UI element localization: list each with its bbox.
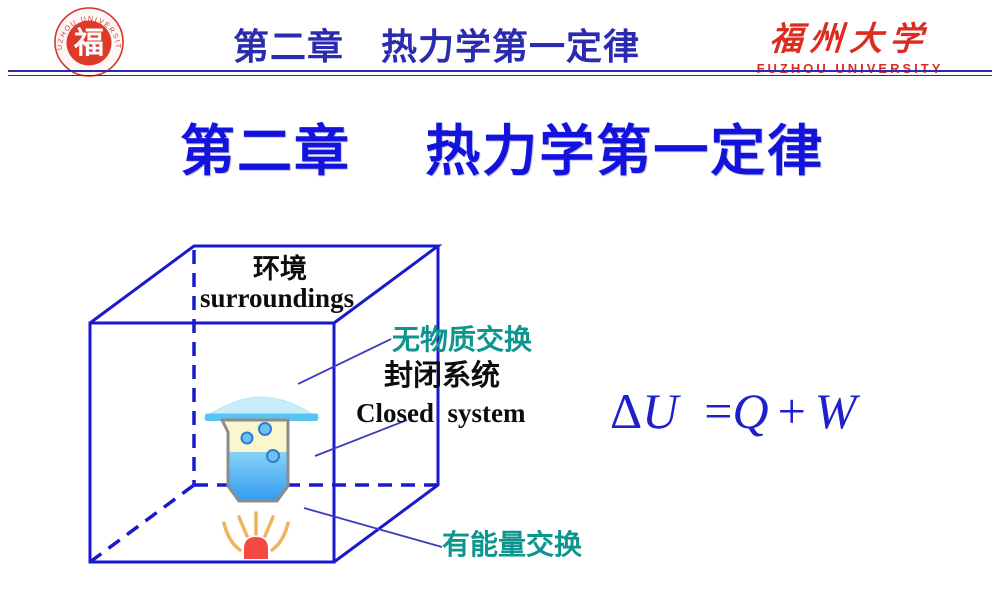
header-divider	[8, 70, 992, 76]
header-chapter-title: 第二章 热力学第一定律	[233, 27, 641, 67]
vessel-bubbles	[240, 422, 280, 463]
leader-lines	[297, 338, 443, 548]
vessel-illustration	[202, 396, 321, 503]
slide-title: 第二章 热力学第一定律	[180, 120, 825, 182]
surroundings-label-cn: 环境	[253, 254, 307, 284]
surroundings-label-en: surroundings	[200, 283, 355, 313]
energy-exchange-label: 有能量交换	[442, 529, 583, 560]
leader-line-closed-system	[314, 419, 408, 457]
vessel-lid-dome	[202, 396, 321, 419]
flame-icon	[222, 511, 290, 559]
seal-inner-circle	[66, 20, 112, 66]
cube-wireframe	[88, 244, 443, 564]
university-wordmark: 福州大学 FUZHOU UNIVERSITY	[750, 12, 950, 76]
university-seal-logo: FUZHOU UNIVERSITY 福	[48, 1, 128, 78]
flame-dome	[244, 537, 268, 559]
first-law-formula: ΔU =Q+W	[610, 382, 856, 440]
closed-system-label-cn: 封闭系统	[384, 360, 501, 392]
formula-delta: Δ	[610, 383, 643, 439]
cube-front-face	[88, 321, 336, 564]
formula-internal-energy: U	[642, 383, 679, 439]
formula-work: W	[814, 383, 857, 439]
formula-equals: =	[704, 383, 733, 439]
leader-line-no-matter-exchange	[297, 338, 392, 385]
formula-plus: +	[777, 383, 806, 439]
university-name-en: FUZHOU UNIVERSITY	[756, 61, 944, 76]
vessel-body-outline	[220, 418, 290, 503]
seal-icon: FUZHOU UNIVERSITY 福	[48, 1, 124, 77]
formula-heat: Q	[732, 383, 769, 439]
flame-rays	[222, 511, 290, 552]
leader-line-energy-exchange	[303, 507, 443, 548]
seal-character: 福	[73, 27, 104, 60]
no-matter-exchange-label: 无物质交换	[392, 324, 533, 355]
closed-system-label-en: Closed system	[356, 398, 526, 428]
cube-hidden-edges	[88, 250, 438, 564]
cube-top-face-edges	[89, 244, 443, 325]
